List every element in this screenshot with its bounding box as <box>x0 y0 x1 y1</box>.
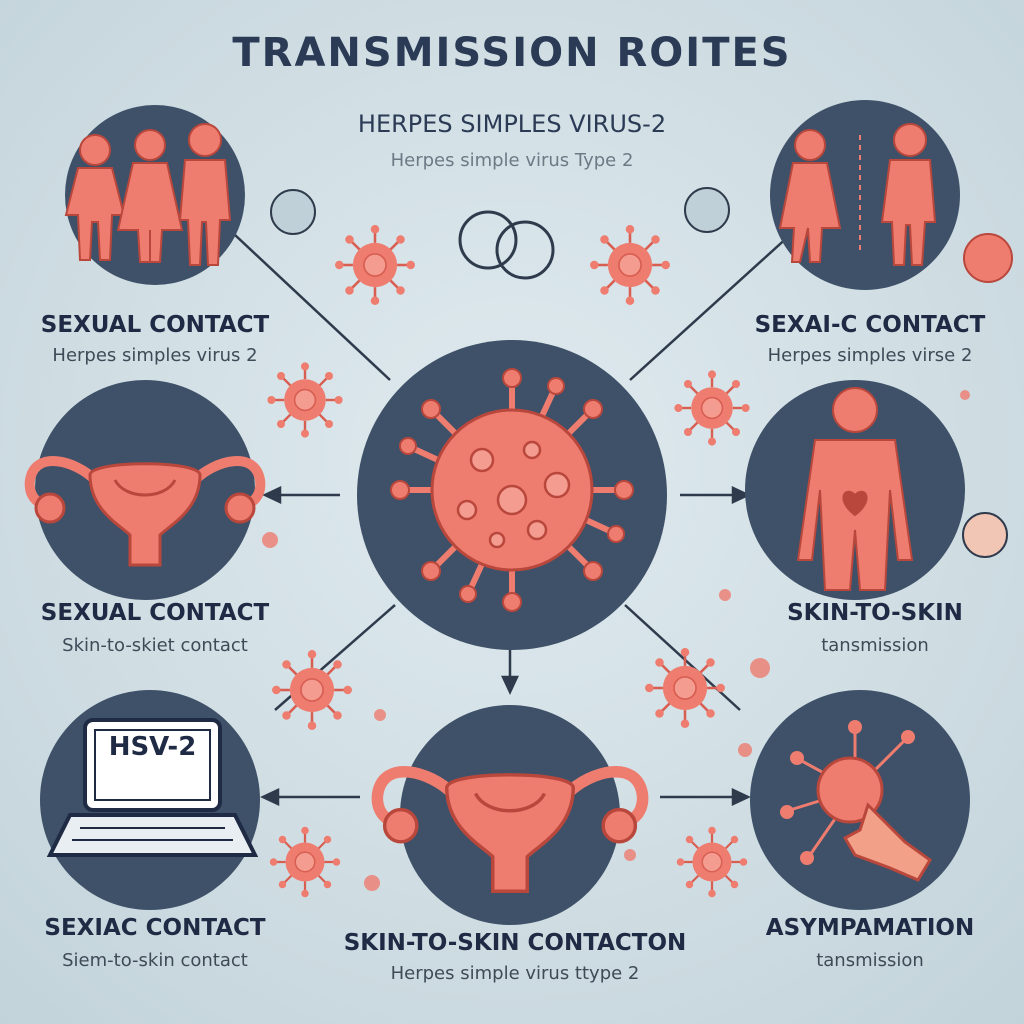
couple-icon <box>778 123 937 266</box>
node-label-mid-right: SKIN-TO-SKIN <box>787 600 963 626</box>
page-subtitle-secondary: Herpes simple virus Type 2 <box>390 150 634 171</box>
node-sublabel-top-right: Herpes simples virse 2 <box>767 345 973 366</box>
virus-decoration-7 <box>268 825 342 899</box>
node-label-bottom-left: SEXIAC CONTACT <box>44 915 266 941</box>
node-label-top-left: SEXUAL CONTACT <box>40 312 270 338</box>
node-sublabel-bottom-center: Herpes simple virus ttype 2 <box>390 963 640 984</box>
laptop-icon <box>46 718 259 857</box>
bubble-decoration <box>684 187 730 233</box>
virus-decoration-6 <box>643 646 727 730</box>
virus-decoration-8 <box>675 825 749 899</box>
people-icon <box>64 123 232 266</box>
node-label-bottom-right: ASYMPAMATION <box>765 915 975 941</box>
node-sublabel-bottom-left: Siem-to-skin contact <box>62 950 248 971</box>
dots-decoration <box>262 390 970 891</box>
page-subtitle: HERPES SIMPLES VIRUS-2 <box>357 110 667 138</box>
node-label-top-right: SEXAI-C CONTACT <box>754 312 986 338</box>
node-sublabel-top-left: Herpes simples virus 2 <box>52 345 258 366</box>
node-sublabel-mid-right: tansmission <box>821 635 929 656</box>
ring-decoration <box>458 210 555 280</box>
laptop-screen-text: HSV-2 <box>108 732 197 762</box>
pointing-hand-icon <box>780 720 932 882</box>
central-virus-icon <box>390 368 634 612</box>
node-label-mid-left: SEXUAL CONTACT <box>40 600 270 626</box>
node-sublabel-bottom-right: tansmission <box>816 950 924 971</box>
virus-decoration-3 <box>266 361 344 439</box>
virus-decoration-1 <box>333 223 417 307</box>
node-sublabel-mid-left: Skin-to-skiet contact <box>62 635 248 656</box>
node-label-bottom-center: SKIN-TO-SKIN CONTACTON <box>343 930 687 956</box>
person-icon <box>796 387 914 591</box>
connector-lines <box>234 234 791 806</box>
page-title: TRANSMISSION ROITES <box>232 30 792 76</box>
dot-decoration <box>963 233 1013 283</box>
dot-decoration <box>962 512 1008 558</box>
virus-decoration-5 <box>270 648 354 732</box>
bubble-decoration <box>270 189 316 235</box>
virus-decoration-4 <box>673 369 751 447</box>
virus-decoration-2 <box>588 223 672 307</box>
